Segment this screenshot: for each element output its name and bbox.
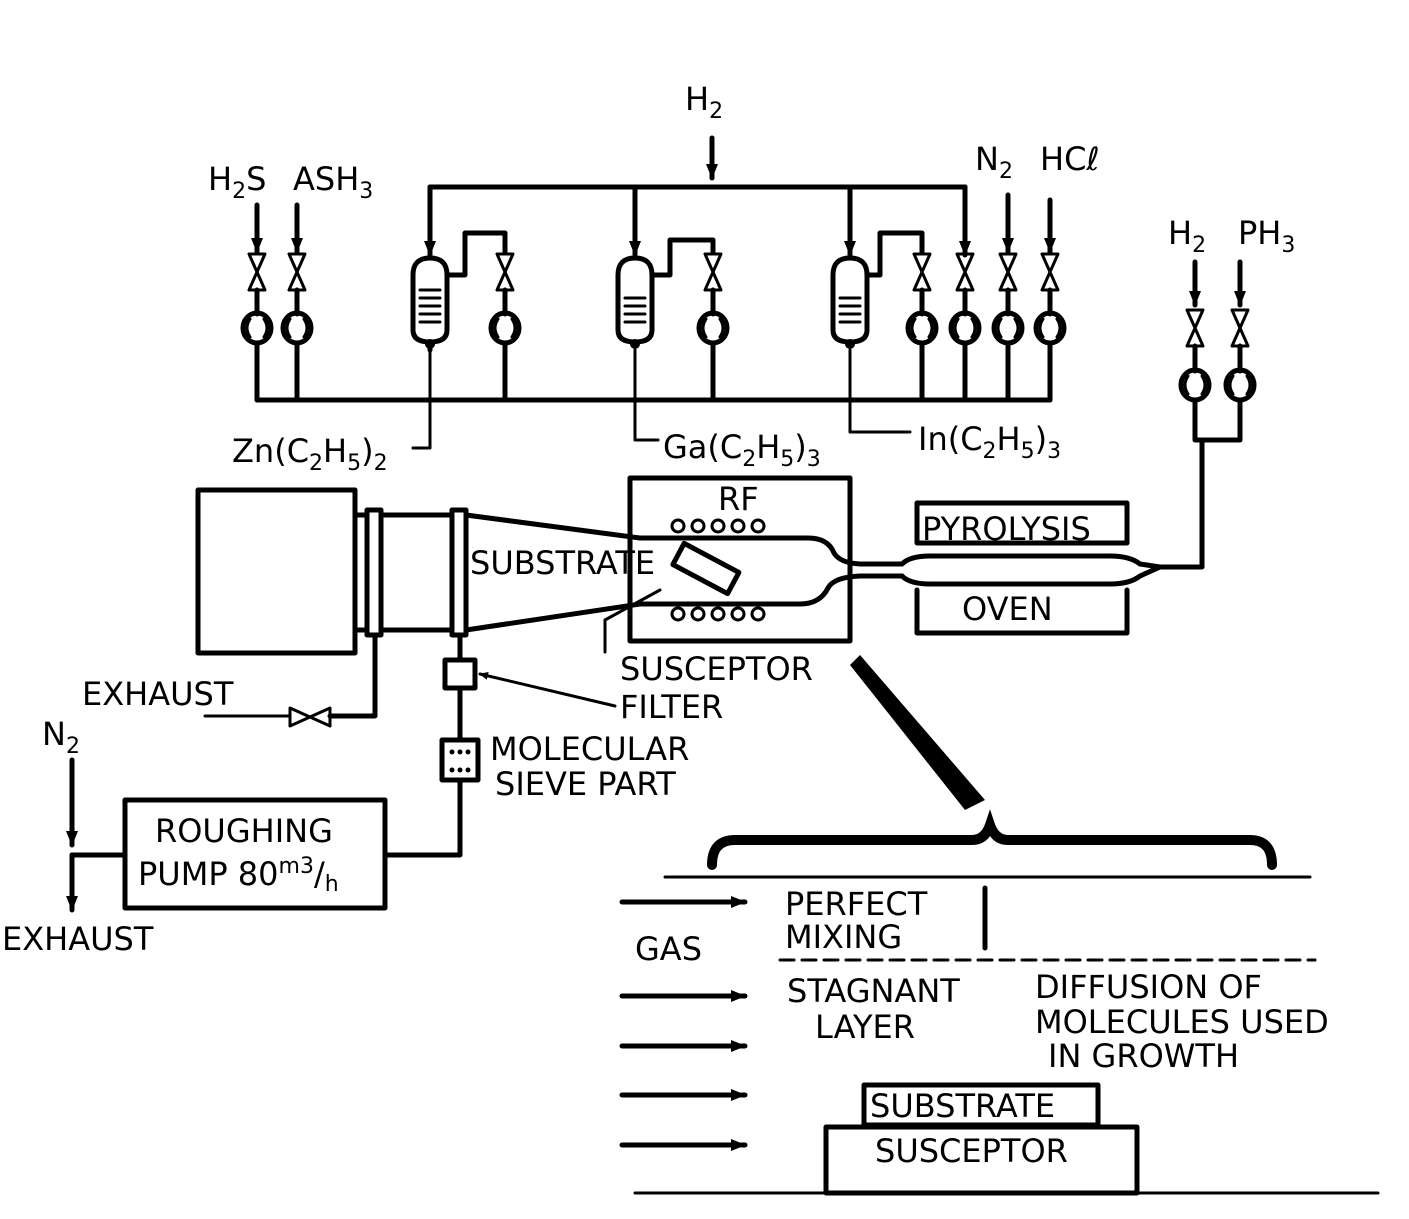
molecular-label-1: MOLECULAR (490, 730, 689, 768)
in-source-label: In(C2H5)3 (918, 420, 1061, 464)
gas-manifold (240, 135, 1257, 570)
zn-bubbler (410, 255, 450, 353)
in-bypass-line (864, 230, 925, 278)
detail-susceptor-label: SUSCEPTOR (875, 1132, 1068, 1170)
valve-outlets (254, 342, 1053, 403)
molecular-sieve-box (439, 737, 481, 783)
ga-bypass-line (649, 237, 716, 278)
ph3-line (1157, 397, 1243, 570)
valve-flow-controller-2 (280, 252, 314, 346)
rf-coil-bottom (670, 606, 766, 622)
reactor: RF SUBSTRATE SUSCEPTOR PYROLYSIS OVEN (195, 475, 1163, 688)
flange-connector (352, 512, 455, 633)
rf-coil-top (670, 518, 766, 534)
rf-label: RF (718, 480, 759, 518)
zn-source-leader (411, 348, 432, 450)
substrate-label: SUBSTRATE (470, 544, 655, 582)
exhaust-bottom-label: EXHAUST (2, 920, 154, 958)
oven-box (914, 587, 1130, 636)
exhaust-valve (288, 706, 332, 728)
filter-box (442, 657, 478, 691)
exhaust-top-label: EXHAUST (82, 675, 234, 713)
h2-right-label: H2 (1168, 214, 1206, 258)
molecular-label-2: SIEVE PART (495, 765, 676, 803)
zn-source-label: Zn(C2H5)2 (232, 432, 388, 476)
molecular-sieve-dots (449, 749, 471, 773)
detail-substrate-label: SUBSTRATE (870, 1087, 1055, 1125)
ash3-label: ASH3 (293, 160, 373, 204)
detail-susceptor-box (823, 1124, 1140, 1196)
flange-left (364, 507, 384, 638)
valve-flow-controller-8 (1033, 252, 1067, 346)
filter-label: FILTER (620, 688, 723, 726)
perfect-label-1: PERFECT (785, 885, 928, 923)
ga-source-leader (633, 348, 660, 442)
exhaust-system: EXHAUST FILTER MOLECULAR SIEVE PART ROUG… (2, 632, 723, 958)
oven-label: OVEN (962, 590, 1053, 628)
filter-arrow (478, 671, 617, 708)
valve-flow-controller-right-1 (1178, 308, 1212, 403)
diffusion-label-1: DIFFUSION OF (1035, 968, 1262, 1006)
valve-flow-controller-5 (905, 252, 939, 346)
roughing-label-1: ROUGHING (155, 812, 333, 850)
valve-flow-controller-3 (488, 252, 522, 346)
gas-label: GAS (635, 930, 702, 968)
detail-brace (707, 809, 1277, 870)
n2-label: N2 (975, 140, 1013, 184)
exhaust-line (327, 632, 378, 719)
valve-flow-controller-1 (240, 252, 274, 346)
roughing-label-2: PUMP 80m3/h (138, 854, 339, 897)
in-bubbler (830, 255, 870, 349)
h2s-label: H2S (208, 160, 266, 204)
reactor-tube-bottom (463, 573, 905, 633)
h2-label: H2 (685, 80, 723, 124)
load-lock-chamber (195, 487, 358, 656)
n2-left-label: N2 (42, 715, 80, 759)
in-source-leader (848, 348, 912, 434)
valve-array (240, 252, 1257, 403)
diffusion-label-2: MOLECULES USED (1035, 1003, 1329, 1041)
detail-callout-pointer (850, 655, 985, 810)
stagnant-label-2: LAYER (815, 1008, 915, 1046)
pyrolysis-tube (899, 553, 1163, 587)
sieve-to-pump (382, 777, 463, 858)
flange-right (449, 507, 469, 638)
susceptor-label: SUSCEPTOR (620, 650, 813, 688)
valve-flow-controller-4 (696, 252, 730, 346)
hcl-label: HCℓ (1040, 140, 1100, 178)
rf-coil-housing (627, 475, 853, 644)
pyrolysis-label: PYROLYSIS (922, 510, 1091, 548)
stagnant-label-1: STAGNANT (787, 972, 960, 1010)
ga-bubbler (615, 255, 655, 349)
boundary-layer-detail: GAS PERFECT MIXING STAGNANT LAYER DIFFUS… (619, 809, 1380, 1196)
susceptor-block (670, 540, 742, 597)
zn-bypass-line (444, 230, 508, 278)
ph3-label: PH3 (1238, 214, 1295, 258)
valve-flow-controller-6 (948, 252, 982, 346)
susceptor-leader (603, 588, 662, 654)
diffusion-label-3: IN GROWTH (1048, 1037, 1239, 1075)
ga-source-label: Ga(C2H5)3 (663, 428, 821, 472)
valve-flow-controller-7 (991, 252, 1025, 346)
pyrolysis-box (914, 500, 1130, 546)
perfect-label-2: MIXING (785, 918, 902, 956)
valve-flow-controller-right-2 (1223, 308, 1257, 403)
